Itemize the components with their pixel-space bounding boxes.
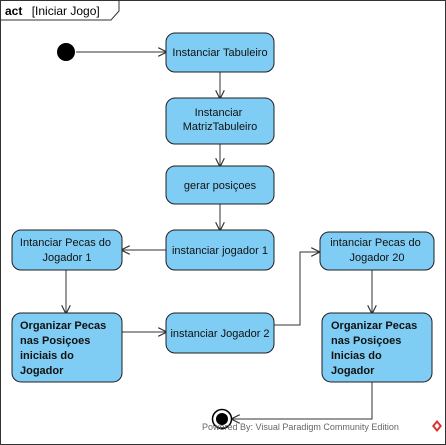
label-instanciar-jogador-2: instanciar Jogador 2 [170, 328, 269, 340]
frame-keyword: act [5, 4, 22, 18]
action-instanciar-matriz: Instanciar MatrizTabuleiro [165, 97, 275, 145]
initial-node [57, 43, 75, 61]
visual-paradigm-logo-icon [432, 420, 442, 432]
label-instanciar-matriz-line1: Instanciar [195, 107, 243, 119]
svg-text:Instanciar MatrizTabulei: Instanciar MatrizTabuleiro [183, 107, 258, 133]
label-pecas-j20-line1: intanciar Pecas do [330, 237, 421, 249]
action-instanciar-tabuleiro: Instanciar Tabuleiro [165, 32, 275, 73]
frame-title-tab [0, 0, 120, 21]
label-organizar-left-line4: Jogador [20, 365, 64, 377]
svg-text:Organizar Pecas nas Posi: Organizar Pecas nas Posiçoes iniciais do… [20, 320, 109, 377]
action-organizar-pecas-right: Organizar Pecas nas Posiçoes Inicias do … [321, 312, 433, 383]
svg-text:Organizar Pecas nas Posi: Organizar Pecas nas Posiçoes Inicias do … [331, 320, 420, 377]
label-organizar-right-line4: Jogador [331, 365, 375, 377]
label-instanciar-jogador-1: instanciar jogador 1 [172, 245, 268, 257]
action-instanciar-pecas-jogador-1: Intanciar Pecas do Jogador 1 [11, 229, 123, 271]
label-organizar-left-line3: iniciais do [20, 350, 74, 362]
label-pecas-j1-line1: Intanciar Pecas do [20, 237, 111, 249]
final-node [211, 408, 233, 430]
action-organizar-pecas-left: Organizar Pecas nas Posiçoes iniciais do… [11, 312, 123, 383]
label-pecas-j1-line2: Jogador 1 [43, 252, 92, 264]
action-instanciar-pecas-jogador-20: intanciar Pecas do Jogador 20 [319, 231, 435, 271]
label-instanciar-tabuleiro: Instanciar Tabuleiro [172, 47, 267, 59]
edges [66, 52, 372, 419]
frame-activity-name: [Iniciar Jogo] [32, 4, 100, 18]
svg-text:Intanciar Pecas do Jogad: Intanciar Pecas do Jogador 1 [20, 237, 114, 264]
svg-text:Instanciar Tabuleiro: Instanciar Tabuleiro [172, 47, 267, 59]
action-gerar-posicoes: gerar posiçoes [165, 165, 275, 205]
edge-jogador2-to-pecas-j20 [274, 252, 319, 326]
label-gerar-posicoes: gerar posiçoes [184, 180, 257, 192]
svg-text:intanciar Pecas do Jogad: intanciar Pecas do Jogador 20 [330, 237, 424, 264]
svg-text:gerar posiçoes: gerar posiçoes [184, 180, 257, 192]
label-organizar-right-line2: nas Posiçoes [331, 335, 401, 347]
label-organizar-right-line3: Inicias do [331, 350, 382, 362]
svg-text:instanciar jogador 1: instanciar jogador 1 [172, 245, 268, 257]
watermark-text: Powered By: Visual Paradigm Community Ed… [202, 422, 399, 432]
frame-title: act [Iniciar Jogo] [5, 4, 100, 18]
label-organizar-left-line2: nas Posiçoes [20, 335, 90, 347]
svg-text:instanciar Jogador 2: instanciar Jogador 2 [170, 328, 269, 340]
label-organizar-right-line1: Organizar Pecas [331, 320, 417, 332]
label-organizar-left-line1: Organizar Pecas [20, 320, 106, 332]
edge-organizar-right-to-final [232, 382, 373, 419]
action-instanciar-jogador-2: instanciar Jogador 2 [165, 312, 275, 354]
label-instanciar-matriz-line2: MatrizTabuleiro [183, 121, 258, 133]
action-instanciar-jogador-1: instanciar jogador 1 [165, 229, 275, 271]
label-pecas-j20-line2: Jogador 20 [349, 252, 404, 264]
